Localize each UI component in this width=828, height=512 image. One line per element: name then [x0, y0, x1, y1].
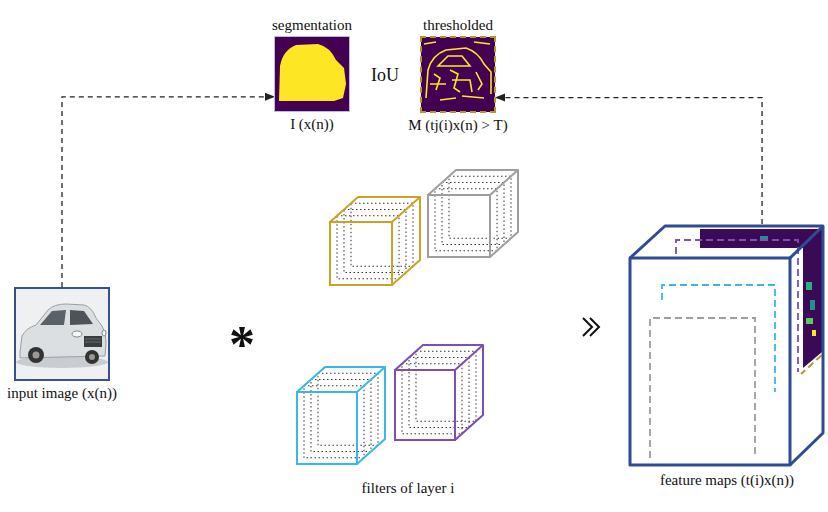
- filter-cube: [428, 170, 518, 257]
- dashed-arrow: [62, 97, 274, 287]
- dashed-arrow: [496, 98, 762, 224]
- car-photo: [16, 289, 108, 379]
- metric-label: IoU: [371, 66, 399, 84]
- filter-cube: [395, 345, 483, 440]
- filter-cube: [297, 367, 385, 464]
- operator-symbol: *: [229, 319, 255, 371]
- node-caption: filters of layer i: [360, 478, 457, 499]
- feature-map-block: feature maps (t(i)x(n)): [628, 224, 826, 491]
- node-frame: [628, 224, 826, 468]
- node-caption: I (x(n)): [288, 114, 336, 135]
- node-frame: [274, 36, 350, 112]
- image-box: segmentation I (x(n)): [270, 15, 354, 135]
- chevron-symbol: [583, 318, 599, 336]
- image-box: thresholded M (tj(i)x(n) > T): [406, 15, 509, 136]
- segmentation-mask: [275, 37, 349, 111]
- filter-cube: [330, 197, 420, 285]
- image-heading: thresholded: [421, 15, 495, 36]
- thresholded-map: [421, 37, 495, 112]
- feature-cube: [630, 226, 823, 465]
- node-caption: M (tj(i)x(n) > T): [406, 115, 509, 136]
- node-frame: [295, 165, 521, 475]
- node-frame: [420, 36, 496, 113]
- image-heading: segmentation: [270, 15, 354, 36]
- node-frame: [14, 287, 110, 381]
- image-box: input image (x(n)): [5, 287, 119, 404]
- filter-group: filters of layer i: [295, 165, 521, 499]
- node-caption: feature maps (t(i)x(n)): [658, 470, 796, 491]
- node-caption: input image (x(n)): [5, 383, 119, 404]
- filter-cubes: [297, 170, 518, 464]
